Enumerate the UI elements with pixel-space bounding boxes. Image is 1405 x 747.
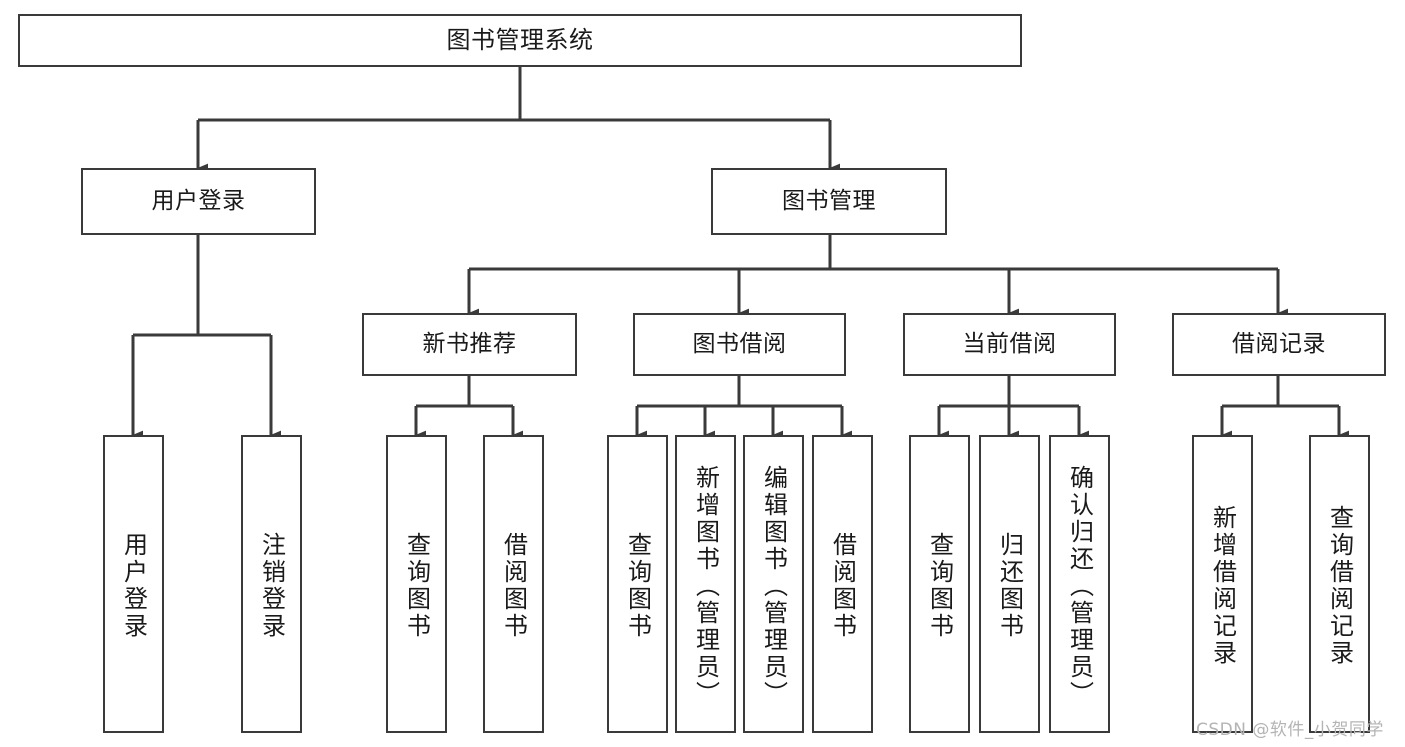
leaf-new-book-query[interactable]: 查询图书 bbox=[386, 435, 447, 733]
node-root-system-label: 图书管理系统 bbox=[446, 26, 594, 55]
leaf-user-login-signin[interactable]: 用户登录 bbox=[103, 435, 164, 733]
leaf-current-borrow-query[interactable]: 查询图书 bbox=[909, 435, 970, 733]
node-new-book-recommend[interactable]: 新书推荐 bbox=[362, 313, 577, 376]
leaf-user-login-signout[interactable]: 注销登录 bbox=[241, 435, 302, 733]
leaf-current-borrow-return-label: 归还图书 bbox=[995, 532, 1024, 640]
node-book-borrow-label: 图书借阅 bbox=[692, 330, 787, 357]
leaf-current-borrow-return[interactable]: 归还图书 bbox=[979, 435, 1040, 733]
node-root-system[interactable]: 图书管理系统 bbox=[18, 14, 1022, 67]
leaf-book-borrow-borrow-label: 借阅图书 bbox=[828, 532, 857, 640]
leaf-book-borrow-edit[interactable]: 编辑图书（管理员） bbox=[743, 435, 804, 733]
node-user-login-label: 用户登录 bbox=[151, 187, 246, 214]
leaf-new-book-borrow[interactable]: 借阅图书 bbox=[483, 435, 544, 733]
node-user-login[interactable]: 用户登录 bbox=[81, 168, 316, 235]
leaf-book-borrow-query[interactable]: 查询图书 bbox=[607, 435, 668, 733]
leaf-borrow-record-query[interactable]: 查询借阅记录 bbox=[1309, 435, 1370, 733]
leaf-current-borrow-confirm-label: 确认归还（管理员） bbox=[1065, 464, 1094, 708]
node-book-management-label: 图书管理 bbox=[782, 187, 876, 214]
leaf-book-borrow-query-label: 查询图书 bbox=[623, 532, 652, 640]
node-book-management[interactable]: 图书管理 bbox=[711, 168, 947, 235]
node-borrow-record[interactable]: 借阅记录 bbox=[1172, 313, 1386, 376]
leaf-user-login-signin-label: 用户登录 bbox=[119, 532, 148, 640]
leaf-book-borrow-add[interactable]: 新增图书（管理员） bbox=[675, 435, 736, 733]
leaf-book-borrow-edit-label: 编辑图书（管理员） bbox=[759, 464, 788, 708]
leaf-borrow-record-query-label: 查询借阅记录 bbox=[1325, 505, 1354, 667]
leaf-new-book-borrow-label: 借阅图书 bbox=[499, 532, 528, 640]
node-current-borrow-label: 当前借阅 bbox=[962, 330, 1057, 357]
leaf-current-borrow-confirm[interactable]: 确认归还（管理员） bbox=[1049, 435, 1110, 733]
leaf-book-borrow-add-label: 新增图书（管理员） bbox=[691, 464, 720, 708]
node-new-book-recommend-label: 新书推荐 bbox=[422, 330, 517, 357]
node-current-borrow[interactable]: 当前借阅 bbox=[903, 313, 1116, 376]
node-book-borrow[interactable]: 图书借阅 bbox=[633, 313, 846, 376]
leaf-current-borrow-query-label: 查询图书 bbox=[925, 532, 954, 640]
leaf-book-borrow-borrow[interactable]: 借阅图书 bbox=[812, 435, 873, 733]
leaf-borrow-record-add[interactable]: 新增借阅记录 bbox=[1192, 435, 1253, 733]
leaf-new-book-query-label: 查询图书 bbox=[402, 532, 431, 640]
leaf-user-login-signout-label: 注销登录 bbox=[257, 532, 286, 640]
leaf-borrow-record-add-label: 新增借阅记录 bbox=[1208, 505, 1237, 667]
node-borrow-record-label: 借阅记录 bbox=[1232, 330, 1326, 357]
